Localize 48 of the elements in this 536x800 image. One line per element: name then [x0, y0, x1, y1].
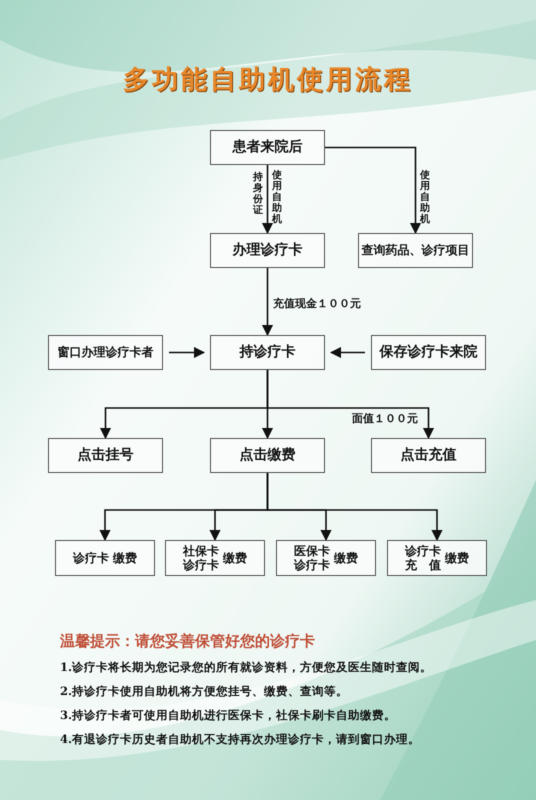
- arrow: [266, 473, 443, 542]
- edge-label: 使用自助机: [272, 170, 282, 225]
- arrow: [325, 146, 422, 234]
- process-box: [55, 540, 155, 576]
- box-text: 点击充值: [400, 447, 456, 464]
- box-text: 社保卡诊疗卡: [183, 544, 219, 572]
- box-text: 诊疗卡充值: [405, 544, 441, 572]
- edge-label: 使用自助机: [420, 170, 430, 225]
- box-text: 患者来院后: [232, 139, 302, 156]
- process-box: [371, 335, 486, 370]
- process-box: [165, 540, 265, 576]
- note-text: 4.有退诊疗卡历史者自助机不支持再次办理诊疗卡，请到窗口办理。: [60, 732, 420, 747]
- process-box: [358, 233, 473, 268]
- process-box: [210, 438, 325, 473]
- process-box: [276, 540, 376, 576]
- arrow: [169, 346, 206, 358]
- box-text: 窗口办理诊疗卡者: [58, 345, 154, 360]
- process-box: [48, 335, 163, 370]
- box-text: 诊疗卡: [73, 550, 109, 566]
- box-text: 查询药品、诊疗项目: [362, 243, 470, 258]
- edge-label: 面值１００元: [352, 411, 418, 426]
- process-box: [48, 438, 163, 473]
- process-box: [210, 130, 325, 165]
- box-text: 保存诊疗卡来院: [380, 344, 478, 361]
- box-text: 缴费: [334, 550, 358, 566]
- process-box: [371, 438, 486, 473]
- note-text: 3.持诊疗卡者可使用自助机进行医保卡，社保卡刷卡自助缴费。: [60, 708, 396, 723]
- box-text: 缴费: [113, 550, 137, 566]
- note-text: 1.诊疗卡将长期为您记录您的所有就诊资料，方便您及医生随时查阅。: [60, 660, 432, 675]
- box-text: 缴费: [223, 550, 247, 566]
- box-text: 持诊疗卡: [240, 344, 296, 361]
- box-text: 点击缴费: [240, 447, 296, 464]
- box-text: 点击挂号: [78, 447, 134, 464]
- side-note: 持身份证: [253, 172, 263, 216]
- title: 多功能自助机使用流程: [123, 64, 413, 97]
- box-text: 医保卡诊疗卡: [294, 544, 330, 572]
- note-heading: 温馨提示：请您妥善保管好您的诊疗卡: [60, 632, 315, 651]
- note-text: 2.持诊疗卡使用自助机将方便您挂号、缴费、查询等。: [60, 684, 348, 699]
- arrow: [262, 165, 274, 234]
- arrow: [262, 268, 274, 336]
- arrow: [330, 346, 365, 358]
- box-text: 办理诊疗卡: [232, 242, 302, 259]
- box-text: 缴费: [445, 550, 469, 566]
- arrow: [266, 370, 434, 440]
- process-box: [387, 540, 487, 576]
- process-box: [210, 233, 325, 268]
- edge-label: 充值现金１００元: [273, 296, 361, 311]
- process-box: [210, 335, 325, 370]
